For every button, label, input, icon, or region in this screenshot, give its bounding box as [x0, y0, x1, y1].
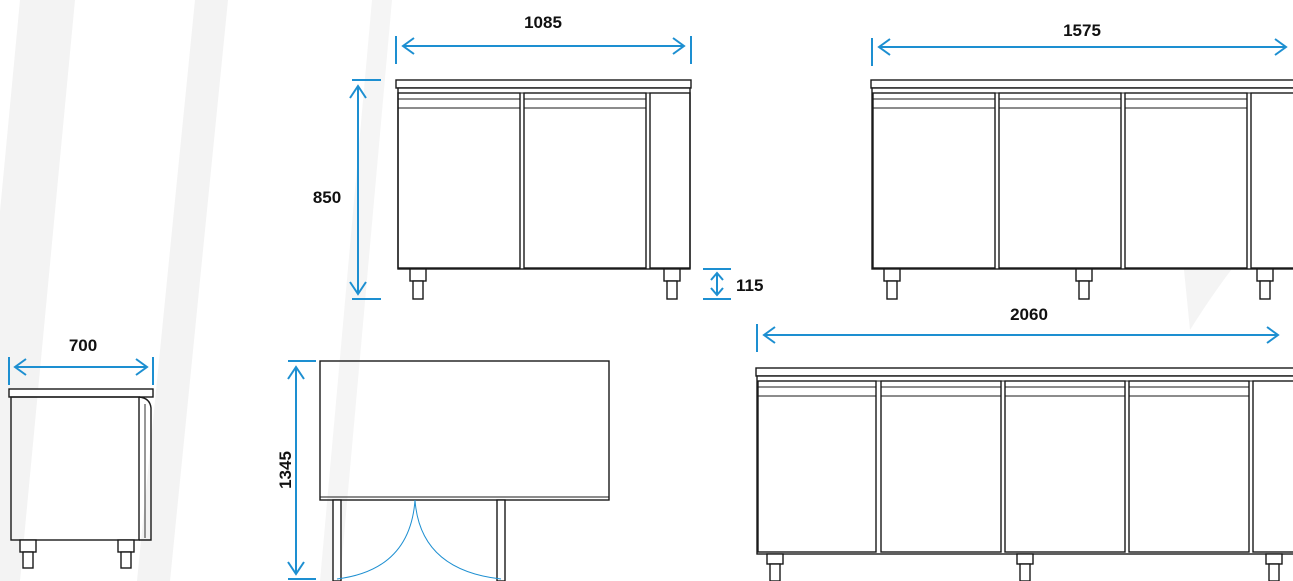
dimension-label-115: 115 [736, 276, 763, 295]
side-view [8, 388, 154, 569]
leg [1265, 553, 1283, 565]
door-2 [998, 92, 1122, 269]
dimension-label-1085: 1085 [524, 13, 562, 32]
two-door-unit [395, 79, 692, 300]
door-2 [880, 380, 1002, 553]
door-3 [1004, 380, 1126, 553]
three-door-unit [870, 79, 1293, 300]
leg [766, 553, 784, 565]
four-door-unit [755, 367, 1293, 581]
leg [663, 268, 681, 282]
door-3 [1124, 92, 1248, 269]
dimension-depth-doors-open: 1345 [276, 360, 316, 580]
dimension-label-1575: 1575 [1063, 21, 1101, 40]
dimension-width-three-door: 1575 [871, 21, 1288, 66]
leg [1016, 553, 1034, 565]
dimension-depth: 700 [8, 336, 154, 385]
door-swing-arc-left [336, 499, 416, 580]
dimension-width-four-door: 2060 [756, 305, 1280, 352]
door-1 [397, 92, 521, 269]
door-4 [1128, 380, 1250, 553]
dimension-width-two-door: 1085 [395, 13, 692, 64]
leg [409, 268, 427, 282]
dimension-leg-height: 115 [703, 268, 763, 300]
dimension-height: 850 [313, 79, 381, 300]
leg [883, 268, 901, 282]
dimension-label-700: 700 [69, 336, 97, 355]
leg [19, 539, 37, 553]
open-door-left [332, 499, 342, 581]
leg [117, 539, 135, 553]
leg [1256, 268, 1274, 282]
plan-view-doors-open [319, 360, 610, 581]
door-1 [757, 380, 877, 553]
dimension-label-1345: 1345 [276, 451, 295, 489]
dimension-label-850: 850 [313, 188, 341, 207]
leg [1075, 268, 1093, 282]
door-2 [523, 92, 647, 269]
open-door-right [496, 499, 506, 581]
door-1 [872, 92, 996, 269]
dimension-label-2060: 2060 [1010, 305, 1048, 324]
door-swing-arc-right [414, 499, 502, 580]
